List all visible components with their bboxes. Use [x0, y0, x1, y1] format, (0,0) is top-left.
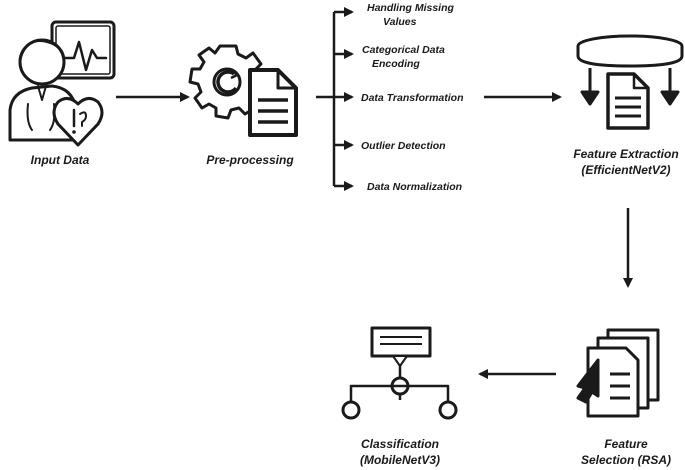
classification-line2: (MobileNetV3): [359, 453, 440, 468]
feature-selection-line1: Feature: [604, 437, 648, 451]
preprocessing-label: Pre-processing: [206, 153, 294, 167]
step-outlier-label: Outlier Detection: [361, 140, 446, 152]
connectors: [116, 7, 633, 379]
step-missing-line1: Handling Missing: [367, 2, 454, 14]
step-transformation-label: Data Transformation: [361, 92, 464, 104]
database-extract-icon: [576, 34, 684, 130]
step-categorical-line1: Categorical Data: [362, 44, 445, 56]
hierarchy-classify-icon: [341, 326, 458, 420]
step-categorical-line2: Encoding: [372, 58, 420, 71]
feature-extraction-line1: Feature Extraction: [573, 147, 679, 161]
classification-label: Classification (MobileNetV3): [340, 436, 460, 468]
input-data-label: Input Data: [30, 153, 90, 167]
feature-selection-line2: Selection (RSA): [580, 453, 671, 468]
gear-document-icon: [188, 44, 298, 137]
document-select-icon: [576, 328, 660, 418]
step-normalization-label: Data Normalization: [367, 181, 463, 193]
feature-extraction-line2: (EfficientNetV2): [581, 163, 671, 178]
classification-line1: Classification: [360, 437, 440, 451]
feature-selection-label: Feature Selection (RSA): [568, 436, 684, 468]
step-categorical-label: Categorical Data Encoding: [362, 43, 445, 71]
feature-extraction-label: Feature Extraction (EfficientNetV2): [566, 146, 685, 178]
step-missing-label: Handling Missing Values: [367, 1, 454, 29]
patient-monitor-icon: [8, 20, 116, 147]
step-missing-line2: Values: [383, 16, 417, 29]
